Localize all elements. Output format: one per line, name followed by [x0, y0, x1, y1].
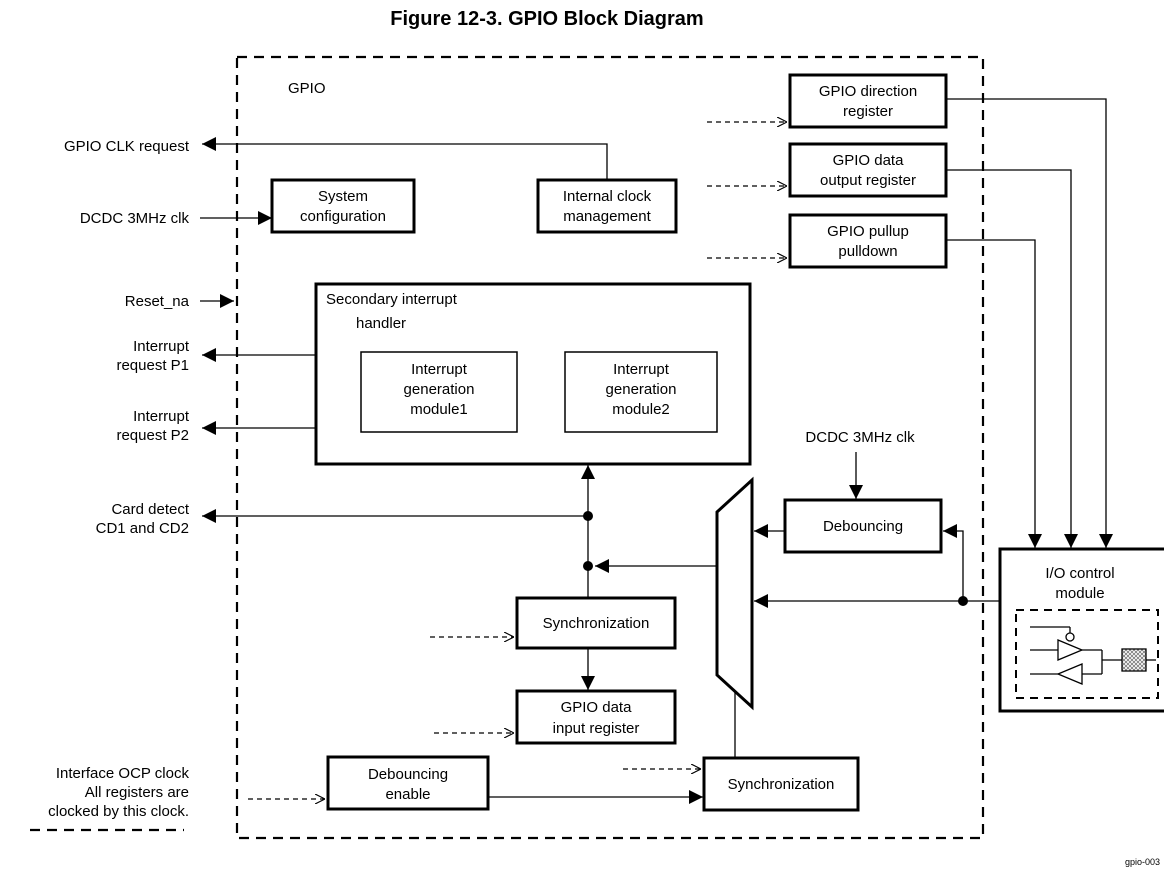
synchronization-block-1: [515, 596, 677, 650]
secondary-irq-label-1: Secondary interrupt: [326, 291, 458, 308]
irq-gen1-label-2: generation: [404, 381, 475, 398]
pullup-label-2: pulldown: [838, 243, 897, 260]
irq-p2-label-1: Interrupt: [133, 408, 190, 425]
secondary-irq-label-2: handler: [356, 315, 406, 332]
pullup-label-1: GPIO pullup: [827, 223, 909, 240]
card-detect-label-1: Card detect: [111, 501, 189, 518]
direction-reg-label-1: GPIO direction: [819, 83, 917, 100]
ocp-clock-label-3: clocked by this clock.: [48, 803, 189, 820]
internal-clock-label-2: management: [563, 208, 651, 225]
sync2-label: Synchronization: [728, 776, 835, 793]
dcdc-clk-debounce-label: DCDC 3MHz clk: [805, 429, 915, 446]
pullup-to-io-arrow: [946, 239, 1042, 548]
gpio-label: GPIO: [288, 80, 326, 97]
debounce-enable-label-2: enable: [385, 786, 430, 803]
irq-gen2-label-1: Interrupt: [613, 361, 670, 378]
irq-p1-label-1: Interrupt: [133, 338, 190, 355]
reset-label: Reset_na: [125, 293, 190, 310]
gpio-direction-register-block: [788, 73, 948, 129]
gpio-clk-request-label: GPIO CLK request: [64, 138, 190, 155]
ocp-clock-label-2: All registers are: [85, 784, 189, 801]
io-pad-icon: [1121, 648, 1147, 672]
gpio-pullup-pulldown-block: [788, 213, 948, 269]
clk-request-arrow: [202, 137, 608, 180]
direction-to-io-arrow: [946, 98, 1113, 548]
sync1-label: Synchronization: [543, 615, 650, 632]
irq-gen1-label-3: module1: [410, 401, 468, 418]
synchronization-block-2: [702, 756, 860, 812]
io-buffer-circuit: [1030, 626, 1156, 685]
figure-id: gpio-003: [1125, 857, 1160, 867]
debounce-enable-label-1: Debouncing: [368, 766, 448, 783]
data-output-reg-label-2: output register: [820, 172, 916, 189]
irq-p2-label-2: request P2: [116, 427, 189, 444]
io-to-debouncing-arrow: [943, 524, 964, 601]
system-configuration-label-1: System: [318, 188, 368, 205]
dcdc-clk-label: DCDC 3MHz clk: [80, 210, 190, 227]
data-input-reg-label-1: GPIO data: [561, 699, 633, 716]
data-input-reg-label-2: input register: [553, 720, 640, 737]
ocp-clock-label-1: Interface OCP clock: [56, 765, 190, 782]
irq-gen2-label-2: generation: [606, 381, 677, 398]
irq-p1-label-2: request P1: [116, 357, 189, 374]
internal-clock-management-block: [536, 178, 678, 234]
data-output-reg-label-1: GPIO data: [833, 152, 905, 169]
debouncing-enable-block: [326, 755, 490, 811]
multiplexer: [715, 476, 754, 711]
internal-clock-label-1: Internal clock: [563, 188, 652, 205]
debouncing-label: Debouncing: [823, 518, 903, 535]
io-control-label-2: module: [1055, 585, 1104, 602]
irq-gen2-label-3: module2: [612, 401, 670, 418]
mux-output-junction: [583, 561, 593, 571]
direction-reg-label-2: register: [843, 103, 893, 120]
io-pad-dashed-boundary: [1015, 609, 1159, 699]
figure-title: Figure 12-3. GPIO Block Diagram: [390, 8, 703, 30]
irq-gen1-label-1: Interrupt: [411, 361, 468, 378]
debouncing-block: [783, 498, 943, 554]
system-configuration-block: [270, 178, 416, 234]
interrupt-generation-module2-block: [564, 351, 718, 433]
card-detect-junction: [583, 511, 593, 521]
system-configuration-label-2: configuration: [300, 208, 386, 225]
gpio-data-input-register-block: [515, 689, 677, 745]
interrupt-generation-module1-block: [360, 351, 518, 433]
io-control-label-1: I/O control: [1045, 565, 1114, 582]
data-output-to-io-arrow: [946, 169, 1078, 548]
gpio-data-output-register-block: [788, 142, 948, 198]
card-detect-label-2: CD1 and CD2: [96, 520, 189, 537]
